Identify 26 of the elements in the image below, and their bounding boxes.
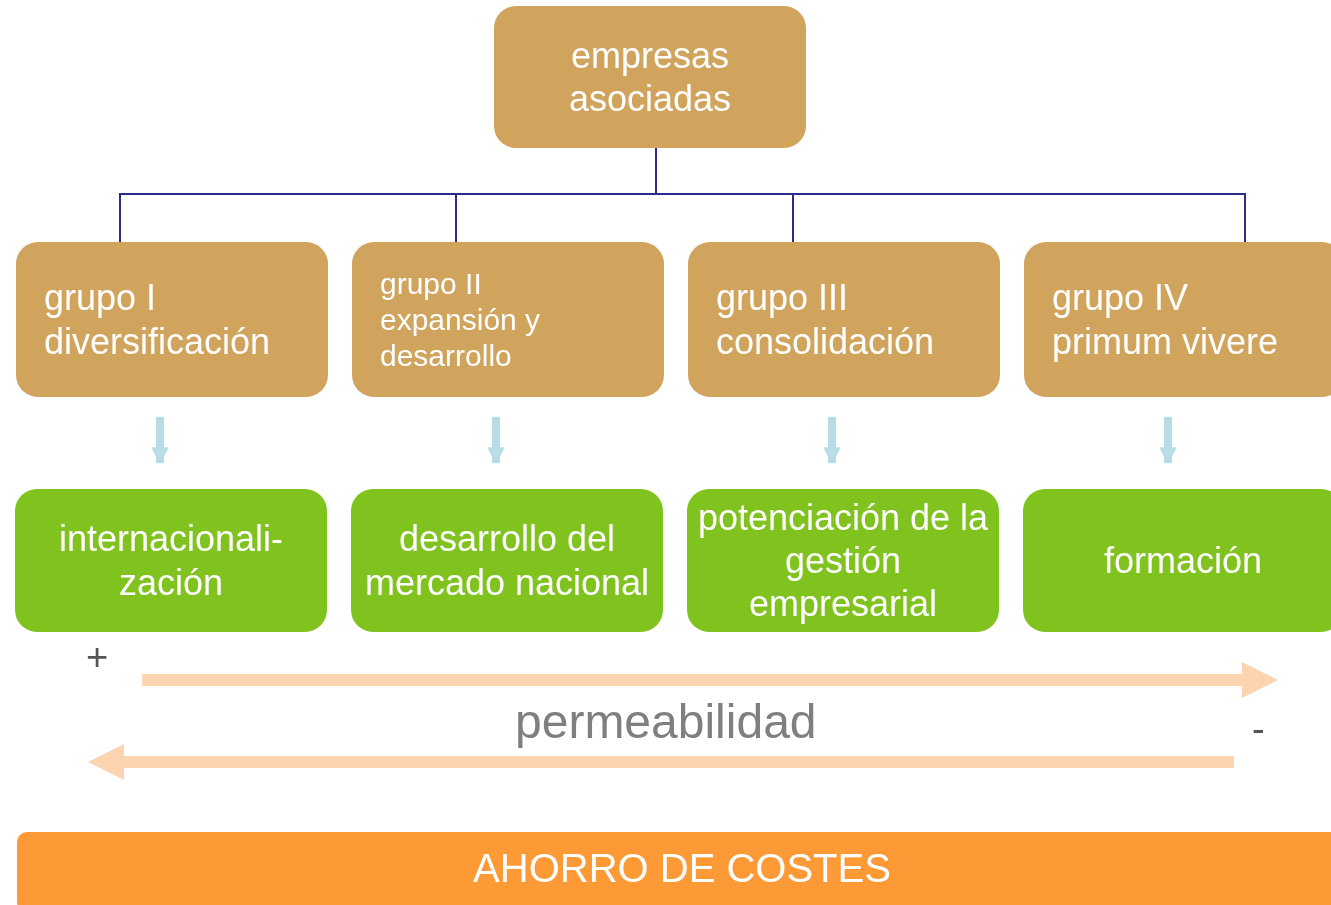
root-box — [494, 6, 806, 148]
group-title: grupo III — [716, 276, 850, 320]
group-box — [16, 242, 328, 397]
box-text: empresas asociadas — [567, 33, 733, 121]
group-title: grupo I — [44, 276, 158, 320]
box-text: AHORRO DE COSTES — [472, 845, 892, 892]
group-box — [688, 242, 1000, 397]
box-text: primum vivere — [1052, 319, 1280, 363]
objective-box — [15, 489, 327, 632]
plus-sign: + — [86, 636, 109, 679]
minus-sign: - — [1252, 708, 1265, 751]
group-box — [352, 242, 664, 397]
objective-box — [1023, 489, 1331, 632]
box-text: desarrollo del mercado nacional — [363, 517, 651, 604]
box-text: consolidación — [716, 319, 936, 363]
group-box — [1024, 242, 1331, 397]
axis-label: permeabilidad — [515, 694, 817, 749]
box-text: expansión y desarrollo — [380, 301, 542, 374]
group-title: grupo IV — [1052, 276, 1190, 320]
objective-box — [351, 489, 663, 632]
group-title: grupo II — [380, 265, 483, 302]
box-text: formación — [1102, 538, 1264, 583]
box-text: diversificación — [44, 319, 272, 363]
box-text: internacionali- zación — [57, 517, 285, 604]
box-text: potenciación de la gestión empresarial — [696, 495, 990, 626]
savings-banner — [17, 832, 1331, 905]
